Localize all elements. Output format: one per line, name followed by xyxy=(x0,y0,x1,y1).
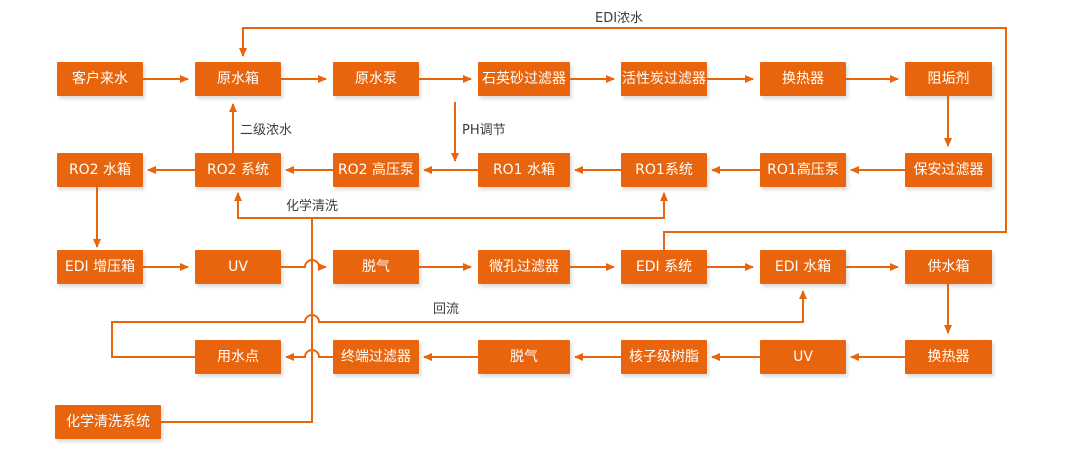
node-use-point: 用水点 xyxy=(195,340,281,374)
node-degas-2: 脱气 xyxy=(478,340,570,374)
node-degas-1: 脱气 xyxy=(333,250,419,284)
node-raw-water-tank: 原水箱 xyxy=(195,62,281,96)
node-quartz-sand-filter: 石英砂过滤器 xyxy=(478,62,570,96)
node-ro2-tank: RO2 水箱 xyxy=(57,153,143,187)
node-heat-exchanger-2: 换热器 xyxy=(905,340,992,374)
node-edi-booster-tank: EDI 增压箱 xyxy=(57,250,143,284)
node-raw-water-pump: 原水泵 xyxy=(333,62,419,96)
node-ro1-tank: RO1 水箱 xyxy=(478,153,570,187)
node-uv-2: UV xyxy=(760,340,846,374)
node-ro1-system: RO1系统 xyxy=(621,153,707,187)
node-heat-exchanger-1: 换热器 xyxy=(760,62,846,96)
node-ro2-system: RO2 系统 xyxy=(195,153,281,187)
node-microporous-filter: 微孔过滤器 xyxy=(478,250,570,284)
node-customer-inlet: 客户来水 xyxy=(57,62,143,96)
node-edi-system: EDI 系统 xyxy=(621,250,707,284)
node-supply-tank: 供水箱 xyxy=(905,250,992,284)
label-chemical-clean: 化学清洗 xyxy=(286,199,339,214)
node-edi-tank: EDI 水箱 xyxy=(760,250,846,284)
node-security-filter: 保安过滤器 xyxy=(905,153,992,187)
node-terminal-filter: 终端过滤器 xyxy=(333,340,419,374)
edge-uv1-to-degas1 xyxy=(281,259,327,271)
node-antiscalant: 阻垢剂 xyxy=(905,62,992,96)
edge-reflux-line xyxy=(111,290,807,358)
node-ro2-hp-pump: RO2 高压泵 xyxy=(333,153,419,187)
edge-edi-concentrate-line xyxy=(239,27,1007,250)
node-uv-1: UV xyxy=(195,250,281,284)
node-activated-carbon-filter: 活性炭过滤器 xyxy=(621,62,707,96)
label-reflux: 回流 xyxy=(433,302,460,317)
edge-chemclean-to-ro1system xyxy=(312,192,668,219)
edge-terminalfilter-to-usepoint xyxy=(285,349,333,361)
label-secondary-concentrate: 二级浓水 xyxy=(240,123,293,138)
label-ph-adjust: PH调节 xyxy=(462,123,506,138)
edge-chemclean-trunk xyxy=(161,218,313,423)
node-nuclear-grade-resin: 核子级树脂 xyxy=(621,340,707,374)
edge-chemclean-to-ro2system xyxy=(234,192,312,219)
node-ro1-hp-pump: RO1高压泵 xyxy=(760,153,846,187)
label-edi-concentrate: EDI浓水 xyxy=(595,11,644,26)
node-chemical-cleaning-system: 化学清洗系统 xyxy=(55,405,161,439)
